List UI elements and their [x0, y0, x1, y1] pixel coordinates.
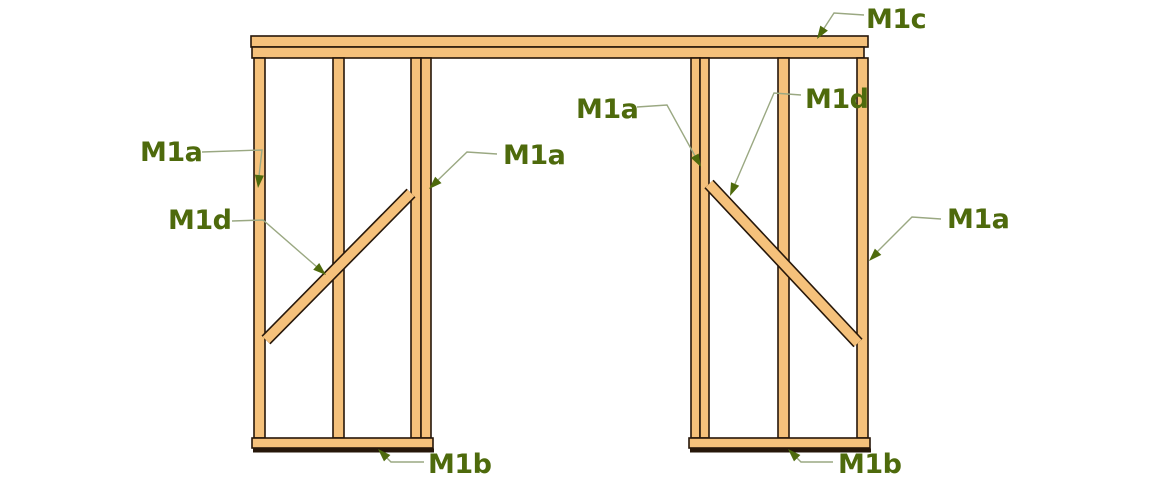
- leader-line-m1a-mid: [436, 151, 498, 182]
- leader-line-m1c: [818, 12, 865, 37]
- leader-line-m1b-right: [795, 456, 833, 463]
- left-wall-diagonal-brace: [262, 189, 415, 344]
- leader-line-m1a-far-right: [876, 216, 942, 253]
- top-plate-lower: [251, 46, 865, 59]
- left-wall-bottom-plate: [251, 437, 434, 449]
- leader-line-m1a-left: [201, 149, 263, 177]
- right-wall-middle-stud: [777, 57, 790, 439]
- arrowhead-m1a-mid: [429, 176, 442, 189]
- arrowhead-m1b-right: [788, 449, 801, 462]
- leader-line-m1b-left: [385, 456, 424, 463]
- arrowhead-m1c: [817, 25, 828, 39]
- arrowhead-m1d-right: [730, 182, 740, 196]
- arrowhead-m1a-left: [254, 174, 264, 188]
- label-right-wall-right-stud: M1a: [947, 204, 1009, 235]
- top-plate-upper: [250, 35, 869, 48]
- right-wall-double-stud-inner: [699, 57, 710, 439]
- right-wall-bottom-plate: [688, 437, 871, 449]
- label-right-wall-diagonal-brace: M1d: [805, 84, 868, 115]
- right-wall-diagonal-brace: [705, 180, 862, 347]
- label-right-wall-bottom-plate: M1b: [838, 449, 902, 480]
- label-right-wall-left-stud: M1a: [576, 94, 638, 125]
- arrowhead-m1a-far-right: [869, 248, 882, 261]
- label-left-wall-right-stud: M1a: [503, 140, 565, 171]
- left-wall-double-stud-outer: [410, 57, 422, 439]
- label-left-wall-diagonal-brace: M1d: [168, 205, 231, 236]
- left-wall-double-stud-inner: [420, 57, 432, 439]
- right-wall-right-stud: [856, 57, 869, 439]
- arrowhead-m1b-left: [378, 449, 391, 462]
- arrowhead-m1d-left: [313, 263, 326, 275]
- leader-line-m1a-right-wall-left: [636, 104, 696, 157]
- left-wall-middle-stud: [332, 57, 345, 439]
- leader-line-m1d-left: [231, 219, 318, 268]
- leader-line-m1d-right: [734, 92, 802, 185]
- label-top-plate: M1c: [866, 4, 926, 35]
- label-left-wall-bottom-plate: M1b: [428, 449, 492, 480]
- label-left-wall-left-stud: M1a: [140, 137, 202, 168]
- left-wall-left-stud: [253, 57, 266, 439]
- right-wall-double-stud-outer: [690, 57, 701, 439]
- arrowhead-m1a-right-wall-left: [690, 153, 701, 167]
